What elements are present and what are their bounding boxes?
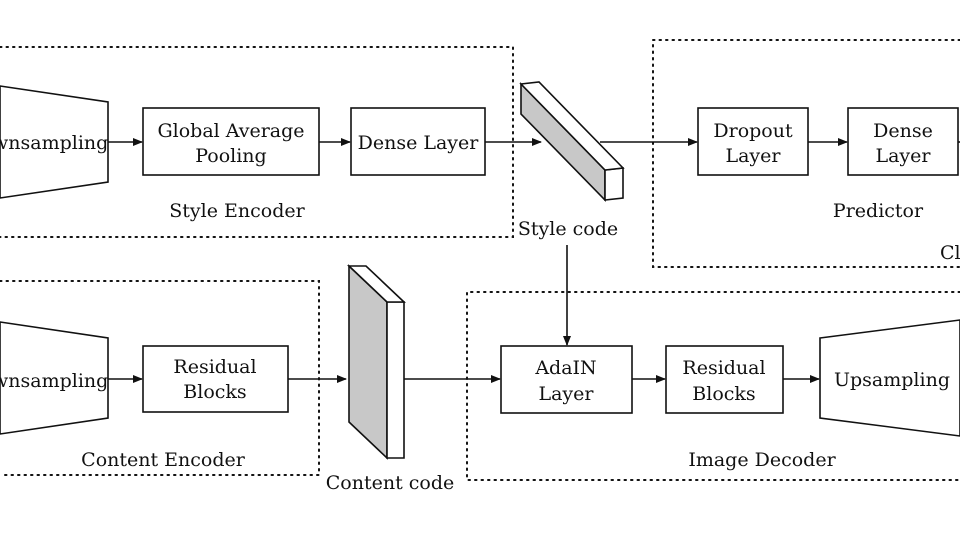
dense-layer-predictor-block: Dense Layer (847, 107, 959, 176)
upsampling-label: Upsampling (834, 369, 950, 391)
content-code-label: Content code (326, 472, 455, 494)
content-code-prism: Content code (326, 264, 455, 494)
style-encoder-group: Style Encoder (0, 46, 514, 238)
downsampling-style-label: wnsampling (0, 132, 108, 154)
global-average-pooling-line-2: Pooling (195, 145, 266, 167)
image-decoder-group: Image Decoder (466, 291, 960, 481)
dense-layer-predictor-line-1: Dense (873, 120, 933, 142)
residual-blocks-content-line-1: Residual (173, 356, 256, 378)
adain-layer-line-1: AdaIN (534, 357, 596, 379)
adain-layer-line-2: Layer (538, 383, 594, 405)
content-encoder-label: Content Encoder (81, 449, 246, 471)
content-encoder-group: Content Encoder (0, 280, 320, 476)
dense-layer-style-label: Dense Layer (358, 132, 480, 154)
classifier-partial-label: Cl (940, 242, 960, 264)
residual-blocks-content-line-2: Blocks (183, 381, 246, 403)
dropout-layer-block: Dropout Layer (697, 107, 809, 176)
classifier-group: Predictor Cl (652, 39, 960, 268)
global-average-pooling-block: Global Average Pooling (142, 107, 320, 176)
dropout-layer-line-2: Layer (725, 145, 781, 167)
downsampling-style-block: wnsampling (0, 85, 109, 199)
dense-layer-style-block: Dense Layer (350, 107, 486, 176)
adain-layer-block: AdaIN Layer (500, 345, 633, 414)
upsampling-block: Upsampling (819, 319, 960, 437)
downsampling-content-label: wnsampling (0, 370, 108, 392)
style-code-prism: Style code (518, 81, 625, 240)
style-code-label: Style code (518, 218, 618, 240)
style-encoder-label: Style Encoder (169, 200, 305, 222)
residual-blocks-content-block: Residual Blocks (142, 345, 289, 413)
image-decoder-label: Image Decoder (688, 449, 836, 471)
predictor-label: Predictor (833, 200, 924, 222)
residual-blocks-decoder-block: Residual Blocks (665, 345, 784, 414)
global-average-pooling-line-1: Global Average (157, 120, 304, 142)
dense-layer-predictor-line-2: Layer (875, 145, 931, 167)
dropout-layer-line-1: Dropout (713, 120, 793, 142)
residual-blocks-decoder-line-2: Blocks (692, 383, 755, 405)
downsampling-content-block: wnsampling (0, 321, 109, 435)
connectors (108, 138, 960, 383)
residual-blocks-decoder-line-1: Residual (682, 357, 765, 379)
